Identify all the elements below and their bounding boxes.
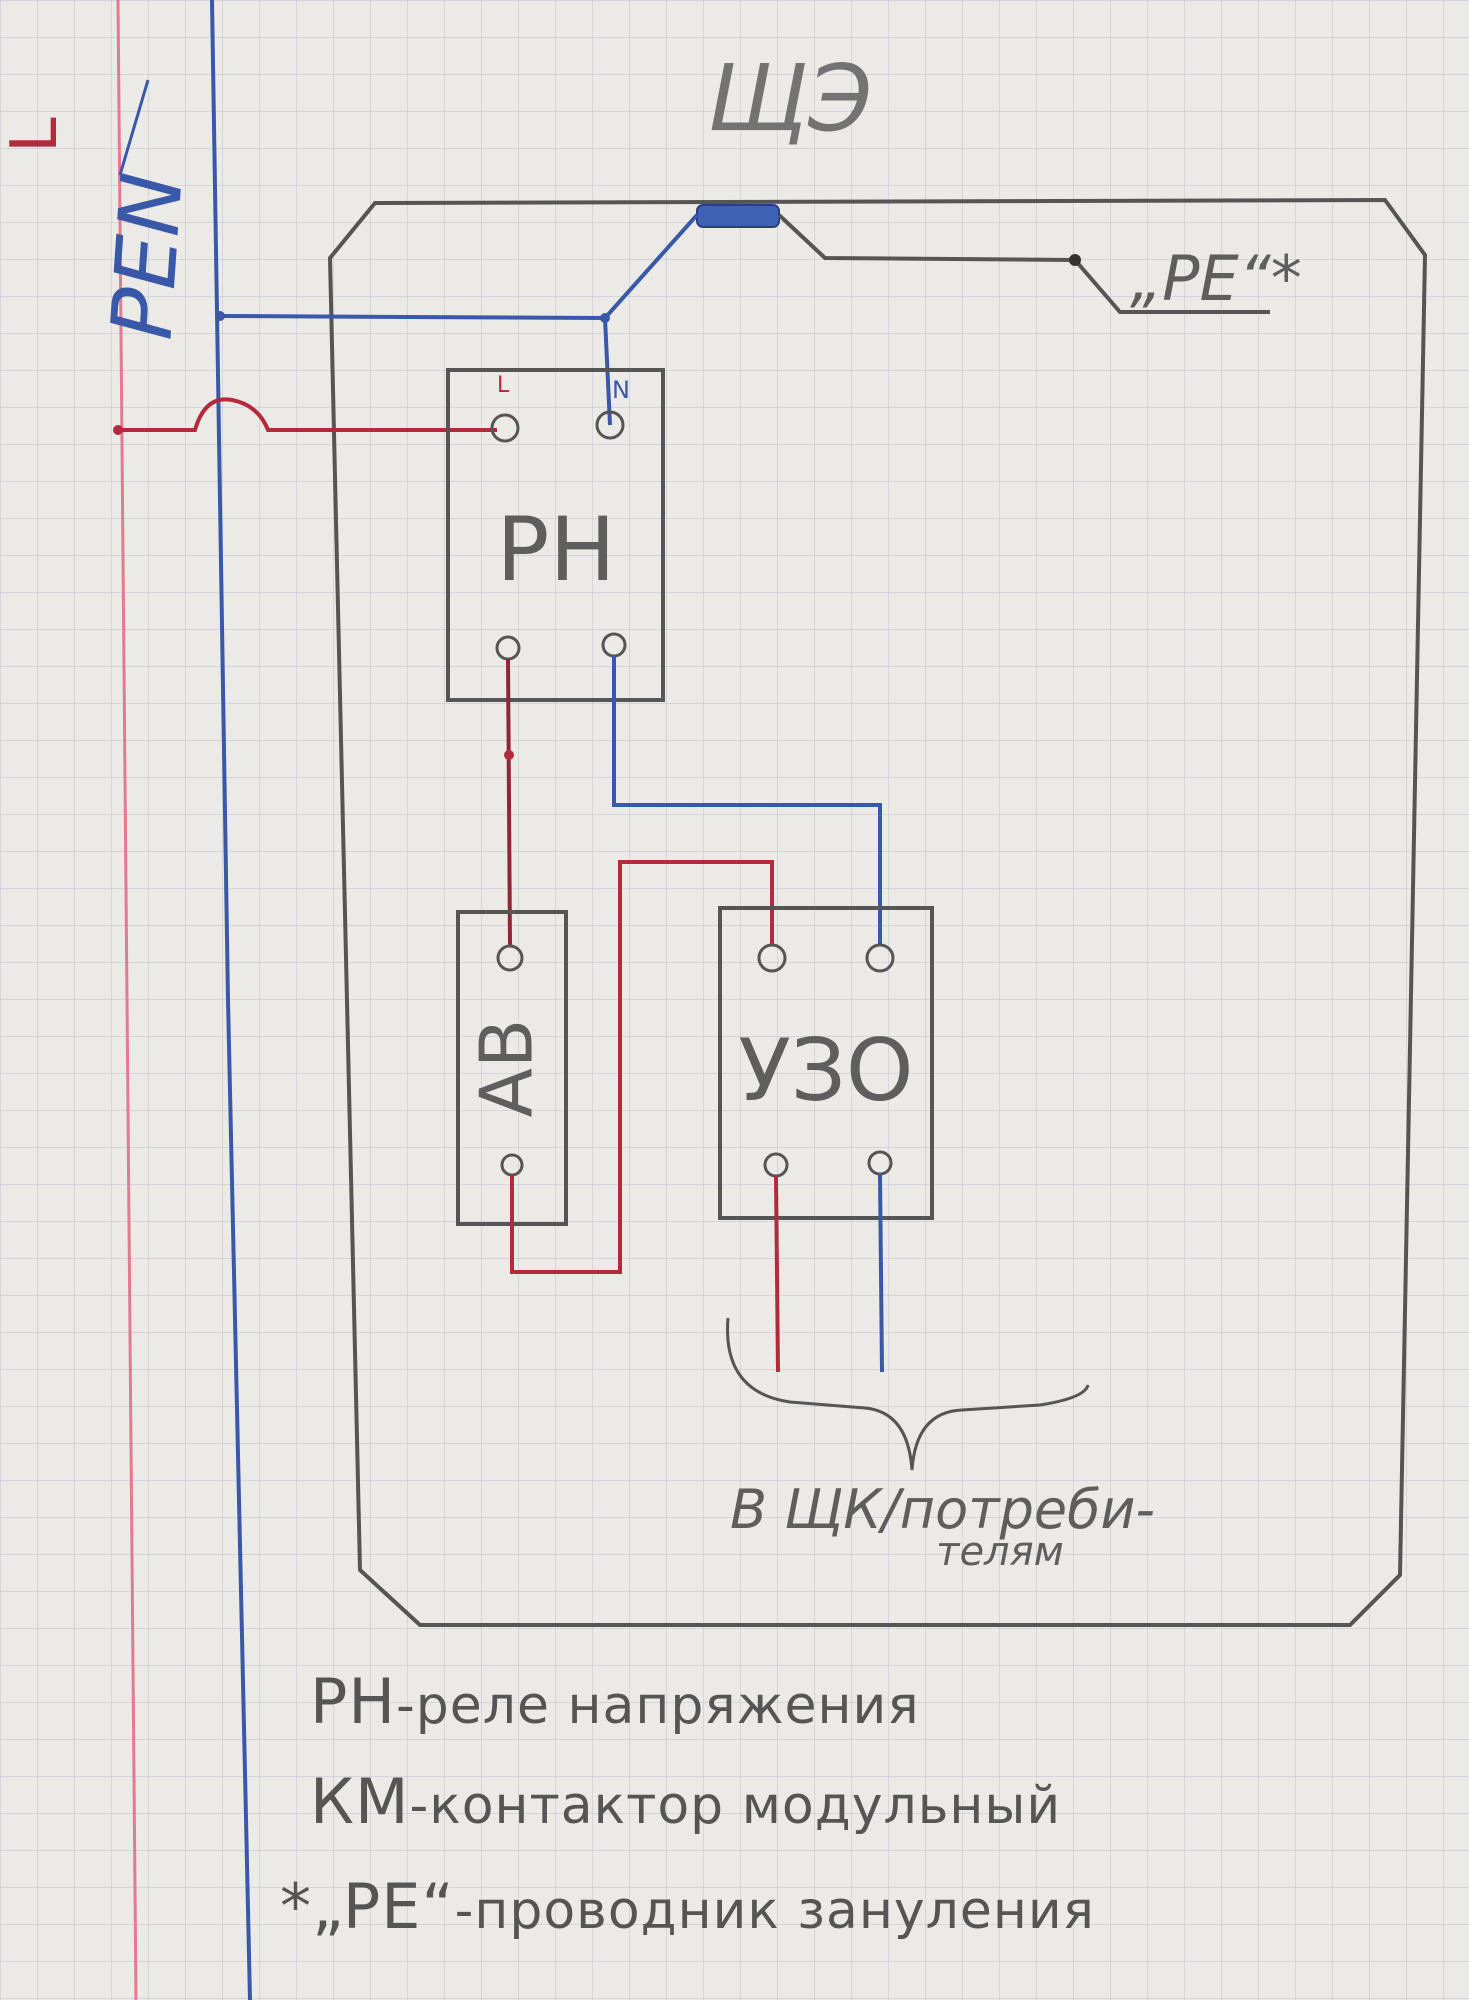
relay-to-rcd-neutral-wire [612, 656, 882, 945]
output-brace [726, 1317, 1090, 1471]
relay-terminal-n-label: N [612, 376, 630, 404]
rcd-neutral-out-wire [878, 1173, 884, 1373]
phase-tap-node [113, 425, 123, 435]
relay-terminal-l-out [495, 635, 521, 661]
legend-text-relay: -реле напряжения [396, 1676, 920, 1736]
relay-terminal-l-label: L [497, 373, 510, 398]
phase-label: L [0, 117, 72, 153]
legend-text-pe: -проводник зануления [454, 1881, 1095, 1941]
relay-to-breaker-wire [506, 658, 512, 946]
breaker-terminal-in [496, 944, 524, 972]
rcd-terminal-n-out [867, 1150, 893, 1176]
pen-bus-wire [210, 0, 252, 2000]
relay-terminal-n-in [595, 410, 625, 440]
pen-underline [118, 79, 150, 176]
pen-tap-wire [219, 213, 699, 321]
panel-enclosure [327, 197, 1428, 1627]
legend-text-contactor: -контактор модульный [409, 1776, 1062, 1836]
breaker-feed-node [504, 750, 514, 760]
panel-title: ЩЭ [708, 45, 873, 152]
margin-line [116, 0, 138, 2000]
rcd-phase-out-wire [774, 1175, 780, 1373]
legend-key-contactor: КМ [310, 1765, 410, 1838]
breaker-label: АВ [465, 1019, 549, 1118]
pe-terminal-dot [1069, 254, 1081, 266]
breaker-terminal-out [500, 1153, 524, 1177]
output-label-line1: В ЩК/потреби- [730, 1478, 1155, 1541]
relay-terminal-n-out [601, 632, 627, 658]
pen-label: PEN [92, 169, 201, 342]
rcd-device [718, 906, 934, 1220]
pen-tap-node [215, 311, 225, 321]
legend-key-pe: *„PE“ [280, 1870, 455, 1943]
legend-key-relay: РН [310, 1665, 397, 1738]
phase-input-wire [118, 397, 497, 432]
pe-label: „PE“* [1130, 242, 1302, 315]
relay-terminal-l-in [490, 413, 520, 443]
relay-device [446, 368, 665, 702]
legend-line-pe: *„PE“-проводник зануления [280, 1870, 1095, 1943]
rcd-terminal-n-in [865, 943, 895, 973]
legend-line-relay: РН-реле напряжения [310, 1665, 920, 1738]
breaker-to-rcd-phase-wire [510, 860, 774, 1274]
output-label-line2: телям [936, 1529, 1064, 1575]
relay-label: РН [496, 498, 615, 601]
rcd-label: УЗО [738, 1021, 913, 1121]
rcd-terminal-l-in [757, 943, 787, 973]
legend-line-contactor: КМ-контактор модульный [310, 1765, 1061, 1838]
pe-busbar [696, 204, 780, 228]
rcd-terminal-l-out [763, 1152, 789, 1178]
